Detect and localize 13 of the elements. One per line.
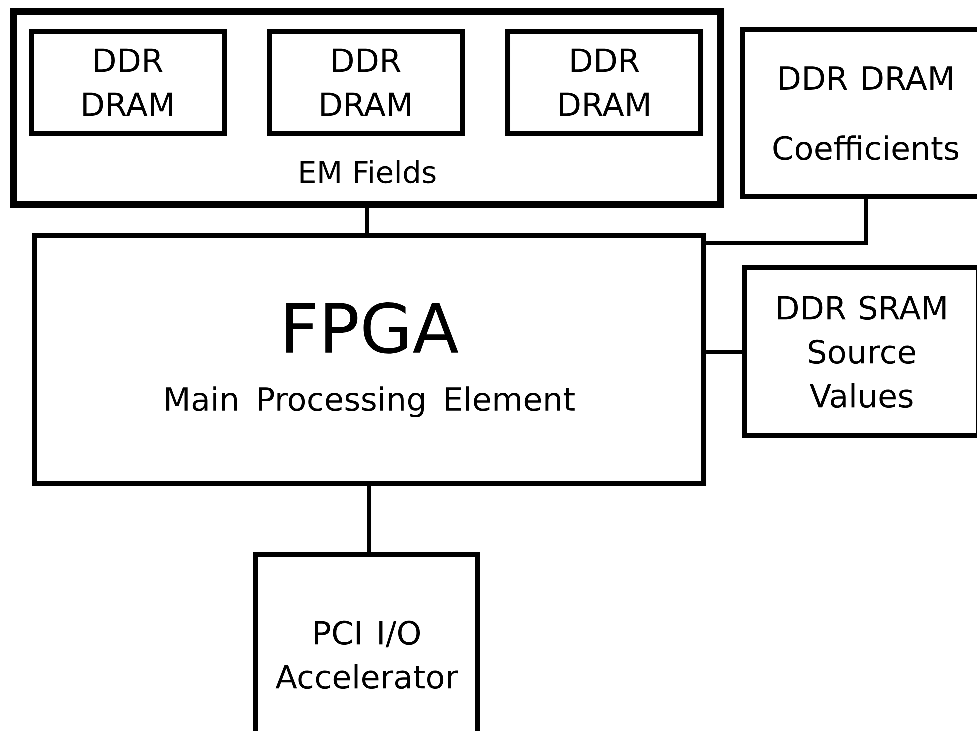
memory-box: DDR DRAM — [267, 29, 465, 136]
processor-box: FPGA Main Processing Element — [32, 234, 706, 486]
box-label: EM Fields — [300, 160, 436, 184]
connector-line — [366, 208, 370, 234]
memory-box: DDR SRAM Source Values — [742, 266, 977, 438]
connector-line — [706, 200, 868, 246]
memory-box: DDR DRAM — [506, 29, 704, 136]
memory-group-box — [10, 8, 724, 208]
accelerator-box: PCI I/O Accelerator — [254, 552, 480, 731]
connector-line — [368, 486, 372, 552]
memory-box: DDR DRAM Coefficients — [740, 28, 977, 200]
memory-box: DDR DRAM — [29, 29, 227, 136]
connector-line — [706, 350, 742, 354]
